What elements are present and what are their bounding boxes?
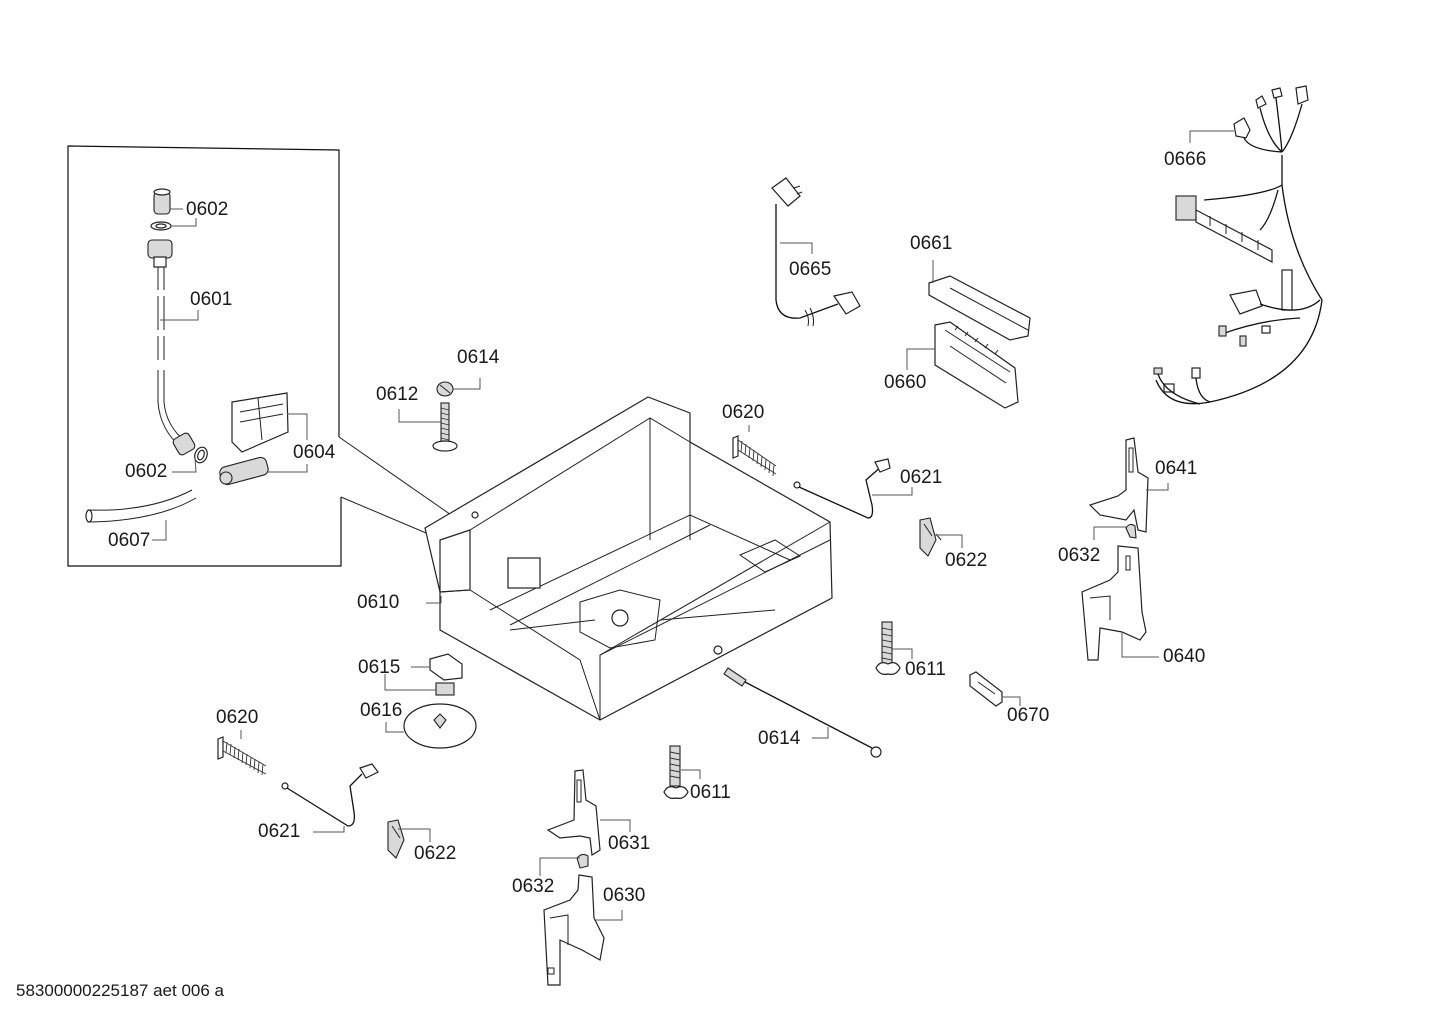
part-0621-cable[interactable] [793,458,891,519]
document-code: 58300000225187 aet 006 a [16,981,224,1000]
part-0615-connector[interactable] [429,653,463,696]
part-0622-clip[interactable] [919,517,942,557]
callout-0611-right[interactable]: 0611 [905,659,946,680]
part-0665-power-cord[interactable] [771,177,861,327]
part-0616-disc[interactable] [403,703,477,749]
leaders-0665 [780,242,813,254]
callout-0602-cap[interactable]: 0602 [186,199,229,220]
callout-0622-left[interactable]: 0622 [414,843,457,864]
part-0611-foot[interactable] [875,621,901,675]
callout-0660[interactable]: 0660 [884,372,927,393]
callout-0640[interactable]: 0640 [1163,646,1206,667]
part-0614-rod[interactable] [723,667,882,758]
leaders-right-mid [748,425,963,548]
callout-0607[interactable]: 0607 [108,530,151,551]
part-0630-hinge-lower[interactable] [543,874,605,986]
callout-0602-washer[interactable]: 0602 [125,461,168,482]
top-center-leaders [398,378,481,604]
leaders-lower-left [240,730,431,842]
part-0611-foot-bottom[interactable] [663,745,689,799]
leaders-0611-0670 [892,648,1021,706]
callout-0661[interactable]: 0661 [910,233,953,254]
leaders-right-hinge [1093,483,1169,658]
part-0632-clip-left[interactable] [576,853,589,869]
part-0604-inlet-valve[interactable] [218,392,289,486]
part-0620-spring-left[interactable] [217,736,267,776]
part-0631-hinge-upper[interactable] [546,769,601,857]
part-0610-base-tub[interactable] [424,396,833,721]
part-0607-hose[interactable] [85,489,197,523]
callout-0620-left[interactable]: 0620 [216,707,259,728]
callout-0620-right[interactable]: 0620 [722,402,765,423]
inset-frame [67,145,514,567]
part-0670-slider[interactable] [969,671,1003,707]
callout-0622-right[interactable]: 0622 [945,550,988,571]
callout-0632-left[interactable]: 0632 [512,876,555,897]
leaders-0615-0616 [384,666,436,733]
callout-0615[interactable]: 0615 [358,657,401,678]
part-0622-clip-left[interactable] [387,819,405,859]
leaders-066x [906,260,935,370]
callout-0670[interactable]: 0670 [1007,705,1050,726]
leaders-lower-hinge [539,819,631,921]
callout-0621-right[interactable]: 0621 [900,467,943,488]
part-0660-control-housing[interactable] [934,321,1019,409]
part-0661-cover-strip[interactable] [928,275,1031,341]
part-0620-spring[interactable] [732,435,777,477]
part-0612-foot-screw[interactable] [432,402,458,452]
callout-0631[interactable]: 0631 [608,833,651,854]
leaders-0614-bottom [812,727,829,739]
part-0640-hinge-lower[interactable] [1081,545,1147,661]
callout-0630[interactable]: 0630 [603,885,646,906]
callout-0614-rod[interactable]: 0614 [758,728,801,749]
part-0602-cap[interactable] [150,188,172,231]
callout-0616[interactable]: 0616 [360,700,403,721]
callout-0641[interactable]: 0641 [1155,458,1198,479]
callout-0601[interactable]: 0601 [190,289,233,310]
callout-0610[interactable]: 0610 [357,592,400,613]
callout-0665[interactable]: 0665 [789,259,832,280]
part-0614-nut[interactable] [436,381,454,397]
callout-0612[interactable]: 0612 [376,384,419,405]
part-0641-hinge-upper[interactable] [1088,437,1149,533]
part-0602-washer[interactable] [193,445,210,464]
callout-0611-bottom[interactable]: 0611 [690,782,731,803]
callout-0632-right[interactable]: 0632 [1058,545,1101,566]
inset-leaders [152,208,308,541]
callout-0604[interactable]: 0604 [293,442,336,463]
leaders-0611-bottom [681,769,701,779]
part-0632-spring-clip[interactable] [1125,523,1137,539]
part-0621-cable-left[interactable] [281,763,379,827]
callout-0614-nut[interactable]: 0614 [457,347,500,368]
callout-0621-left[interactable]: 0621 [258,821,301,842]
part-0601-inlet-hose[interactable] [147,239,196,456]
callout-0666[interactable]: 0666 [1164,149,1207,170]
part-0666-wiring-harness[interactable] [1153,85,1323,405]
leaders-0666 [1189,130,1234,143]
